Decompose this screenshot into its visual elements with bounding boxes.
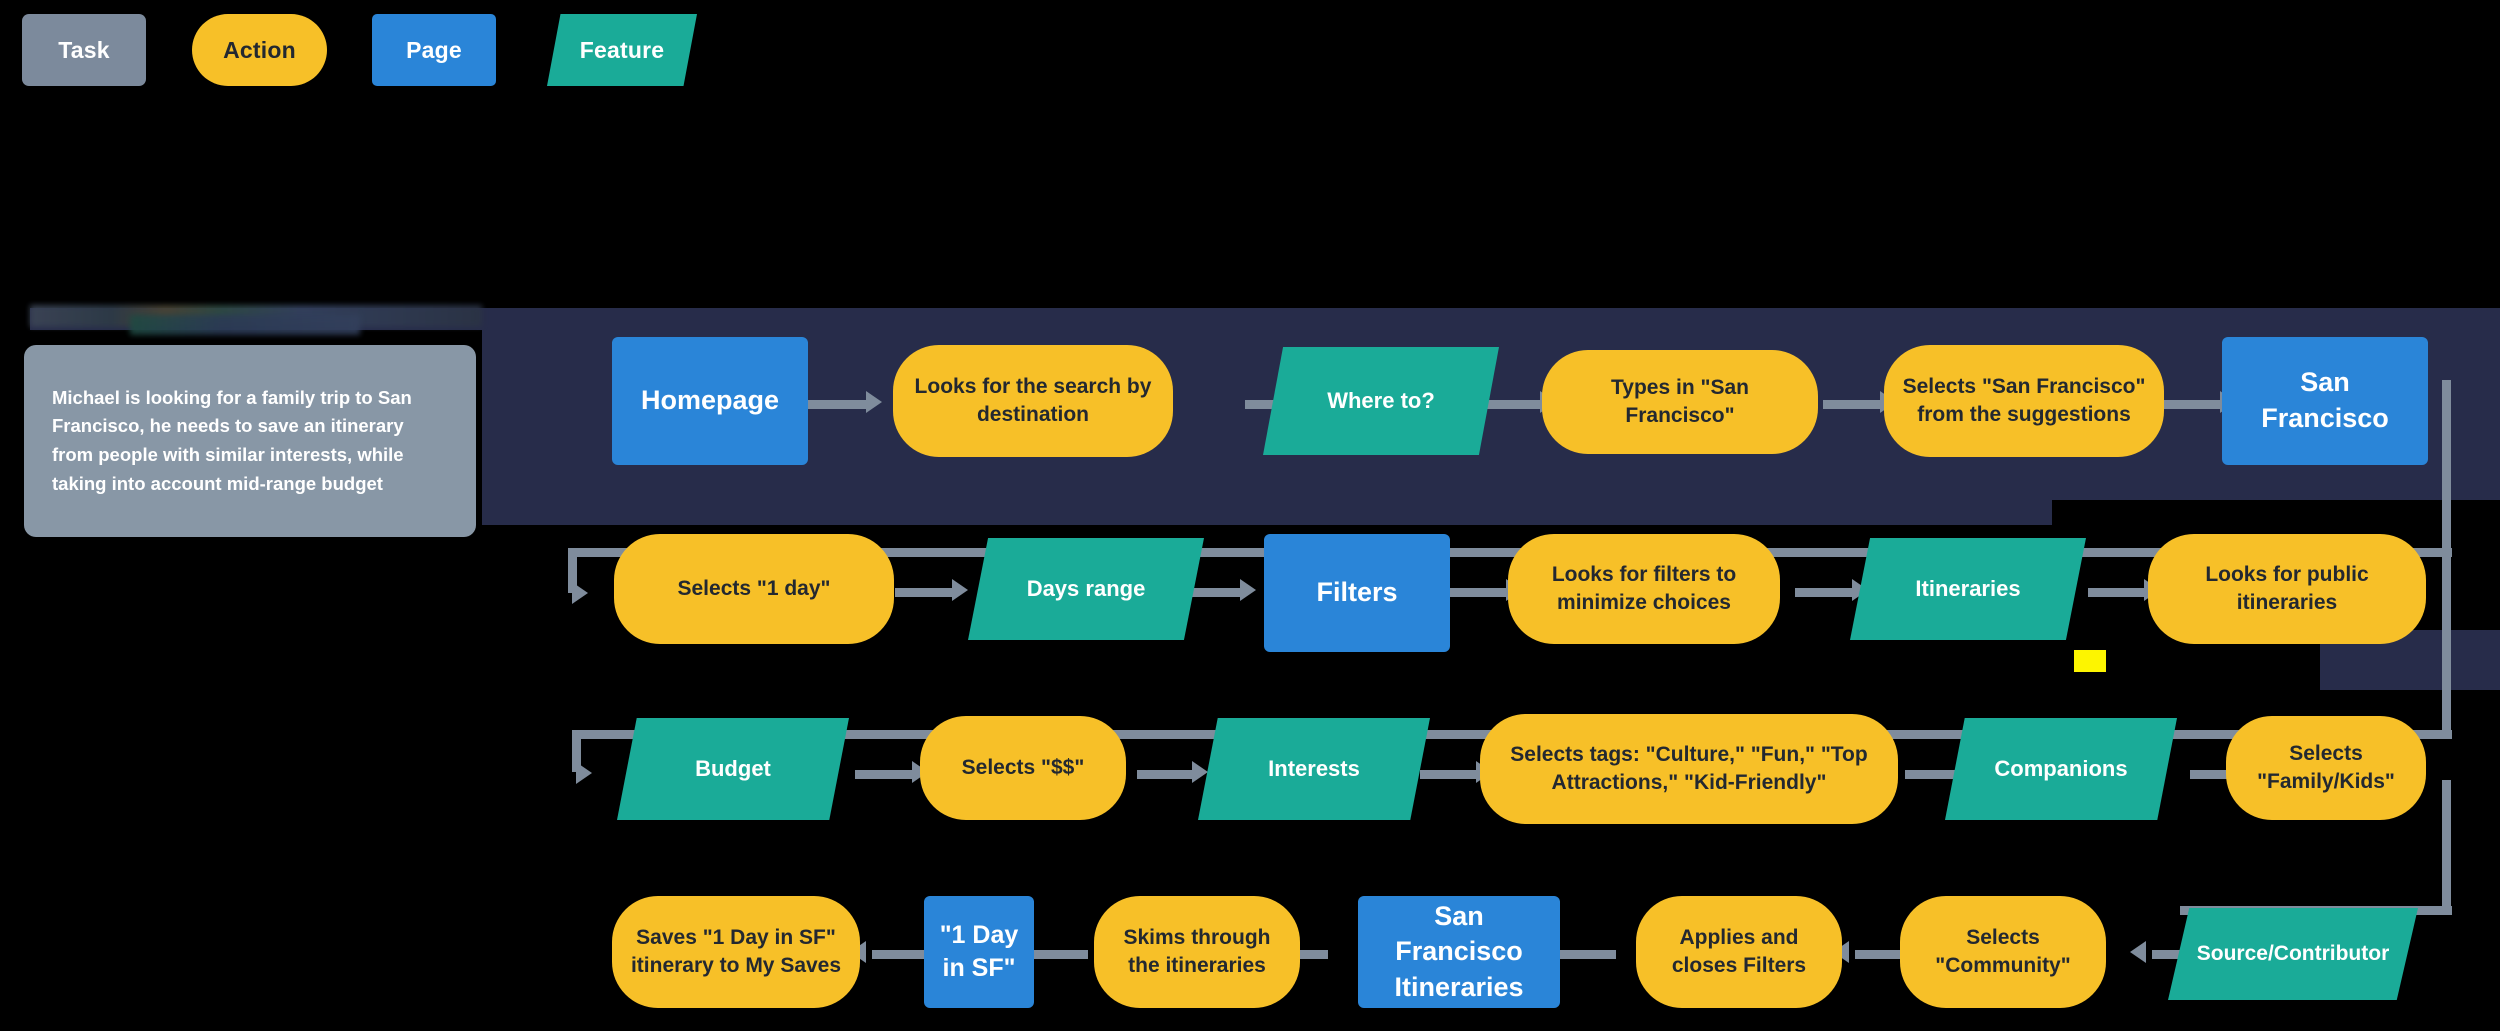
canvas-band-row1b: [482, 480, 2052, 525]
flow-node-selects-san-francisco-suggestion[interactable]: Selects "San Francisco" from the suggest…: [1884, 345, 2164, 457]
flow-node-label: Selects "San Francisco" from the suggest…: [1902, 375, 2146, 426]
flow-node-label: Selects "Community": [1935, 926, 2071, 977]
flow-node-looks-for-public-itineraries[interactable]: Looks for public itineraries: [2148, 534, 2426, 644]
flow-node-label: San Francisco: [2261, 367, 2389, 433]
flow-node-homepage[interactable]: Homepage: [612, 337, 808, 465]
flow-node-label: Source/Contributor: [2196, 942, 2390, 966]
legend-item-action: Action: [192, 14, 327, 86]
connector-r3-3: [1420, 770, 1478, 779]
connector-r1-1: [808, 400, 868, 409]
connector-r4-3: [1558, 950, 1616, 959]
blurred-header-strip-secondary: [130, 315, 360, 335]
connector-r3-1: [855, 770, 913, 779]
task-description-card: Michael is looking for a family trip to …: [24, 345, 476, 537]
legend-label-task: Task: [58, 36, 110, 63]
connector-wrap-r1-r2-h: [568, 548, 2452, 557]
flow-node-label: "1 Day in SF": [939, 921, 1019, 982]
connector-wrap-r3-r4-v: [2442, 780, 2451, 915]
flow-node-label: Saves "1 Day in SF" itinerary to My Save…: [630, 926, 842, 977]
flow-node-1-day-in-sf[interactable]: "1 Day in SF": [924, 896, 1034, 1008]
flow-node-interests[interactable]: Interests: [1198, 718, 1430, 820]
arrow-r2-2: [1240, 579, 1256, 601]
arrow-r4-1: [2130, 941, 2146, 963]
flow-node-label: Looks for the search by destination: [914, 375, 1152, 426]
connector-r2-3: [1450, 588, 1508, 597]
flow-node-label: Skims through the itineraries: [1123, 926, 1271, 977]
flow-node-itineraries[interactable]: Itineraries: [1850, 538, 2086, 640]
flow-node-label: Homepage: [640, 385, 780, 416]
flow-node-selects-family-kids[interactable]: Selects "Family/Kids": [2226, 716, 2426, 820]
flow-node-where-to[interactable]: Where to?: [1263, 347, 1499, 455]
flow-node-days-range[interactable]: Days range: [968, 538, 1204, 640]
arrow-wrap-r2-r3: [576, 762, 592, 784]
connector-wrap-r2-r3-v2: [572, 730, 581, 772]
flow-node-looks-for-filters[interactable]: Looks for filters to minimize choices: [1508, 534, 1780, 644]
task-description-text: Michael is looking for a family trip to …: [52, 386, 412, 494]
connector-r2-5: [2088, 588, 2146, 597]
flow-node-selects-1-day[interactable]: Selects "1 day": [614, 534, 894, 644]
flow-node-looks-for-search[interactable]: Looks for the search by destination: [893, 345, 1173, 457]
flow-node-label: Budget: [695, 756, 771, 782]
legend-item-task: Task: [22, 14, 146, 86]
legend-item-feature: Feature: [547, 14, 697, 86]
connector-r3-4: [1905, 770, 1963, 779]
connector-r2-4: [1795, 588, 1853, 597]
connector-r1-4: [1823, 400, 1881, 409]
flow-node-filters[interactable]: Filters: [1264, 534, 1450, 652]
flow-node-label: Types in "San Francisco": [1611, 376, 1749, 427]
connector-wrap-r2-r3-v: [2442, 600, 2451, 730]
connector-r4-6: [872, 950, 930, 959]
arrow-wrap-r1-r2: [572, 582, 588, 604]
flow-node-label: Filters: [1316, 577, 1398, 608]
legend-label-page: Page: [406, 36, 462, 63]
flow-node-label: San Francisco Itineraries: [1394, 900, 1524, 1002]
flow-node-label: Looks for public itineraries: [2205, 563, 2369, 614]
flow-node-selects-tags[interactable]: Selects tags: "Culture," "Fun," "Top Att…: [1480, 714, 1898, 824]
connector-r4-2: [1855, 950, 1913, 959]
legend-item-page: Page: [372, 14, 496, 86]
flow-node-skims-itineraries[interactable]: Skims through the itineraries: [1094, 896, 1300, 1008]
flow-node-label: Selects tags: "Culture," "Fun," "Top Att…: [1510, 743, 1868, 794]
flow-node-saves-itinerary[interactable]: Saves "1 Day in SF" itinerary to My Save…: [612, 896, 860, 1008]
flow-node-selects-dollar[interactable]: Selects "$$": [920, 716, 1126, 820]
arrow-r1-1: [866, 391, 882, 413]
flow-node-label: Itineraries: [1915, 576, 2021, 602]
flow-node-san-francisco[interactable]: San Francisco: [2222, 337, 2428, 465]
flow-node-budget[interactable]: Budget: [617, 718, 849, 820]
flow-node-label: Days range: [1026, 576, 1146, 602]
render-artifact-yellow: [2074, 650, 2106, 672]
flow-node-selects-community[interactable]: Selects "Community": [1900, 896, 2106, 1008]
connector-r2-1: [895, 588, 953, 597]
flow-node-applies-closes-filters[interactable]: Applies and closes Filters: [1636, 896, 1842, 1008]
connector-r4-5: [1030, 950, 1088, 959]
flow-node-companions[interactable]: Companions: [1945, 718, 2177, 820]
flow-node-label: Companions: [1994, 756, 2128, 782]
flow-node-label: Looks for filters to minimize choices: [1551, 563, 1737, 614]
flow-node-san-francisco-itineraries[interactable]: San Francisco Itineraries: [1358, 896, 1560, 1008]
arrow-r2-1: [952, 579, 968, 601]
connector-r3-5: [2190, 770, 2248, 779]
connector-wrap-r1-r2-v2: [568, 548, 577, 593]
flow-node-label: Where to?: [1327, 388, 1435, 414]
flow-node-source-contributor[interactable]: Source/Contributor: [2168, 908, 2418, 1000]
connector-r1-3: [1485, 400, 1543, 409]
arrow-r3-2: [1192, 761, 1208, 783]
flow-node-label: Interests: [1268, 756, 1360, 782]
flow-node-label: Applies and closes Filters: [1671, 926, 1807, 977]
legend-label-action: Action: [223, 36, 296, 63]
flow-node-label: Selects "$$": [961, 756, 1085, 780]
connector-wrap-r1-r2-v: [2442, 380, 2451, 610]
flow-node-types-san-francisco[interactable]: Types in "San Francisco": [1542, 350, 1818, 454]
connector-r3-2: [1137, 770, 1195, 779]
connector-r2-2: [1184, 588, 1242, 597]
connector-r1-5: [2163, 400, 2221, 409]
flow-node-label: Selects "Family/Kids": [2257, 742, 2395, 793]
legend-label-feature: Feature: [579, 36, 665, 63]
canvas-band-top: [30, 308, 2500, 330]
flow-node-label: Selects "1 day": [677, 577, 831, 601]
